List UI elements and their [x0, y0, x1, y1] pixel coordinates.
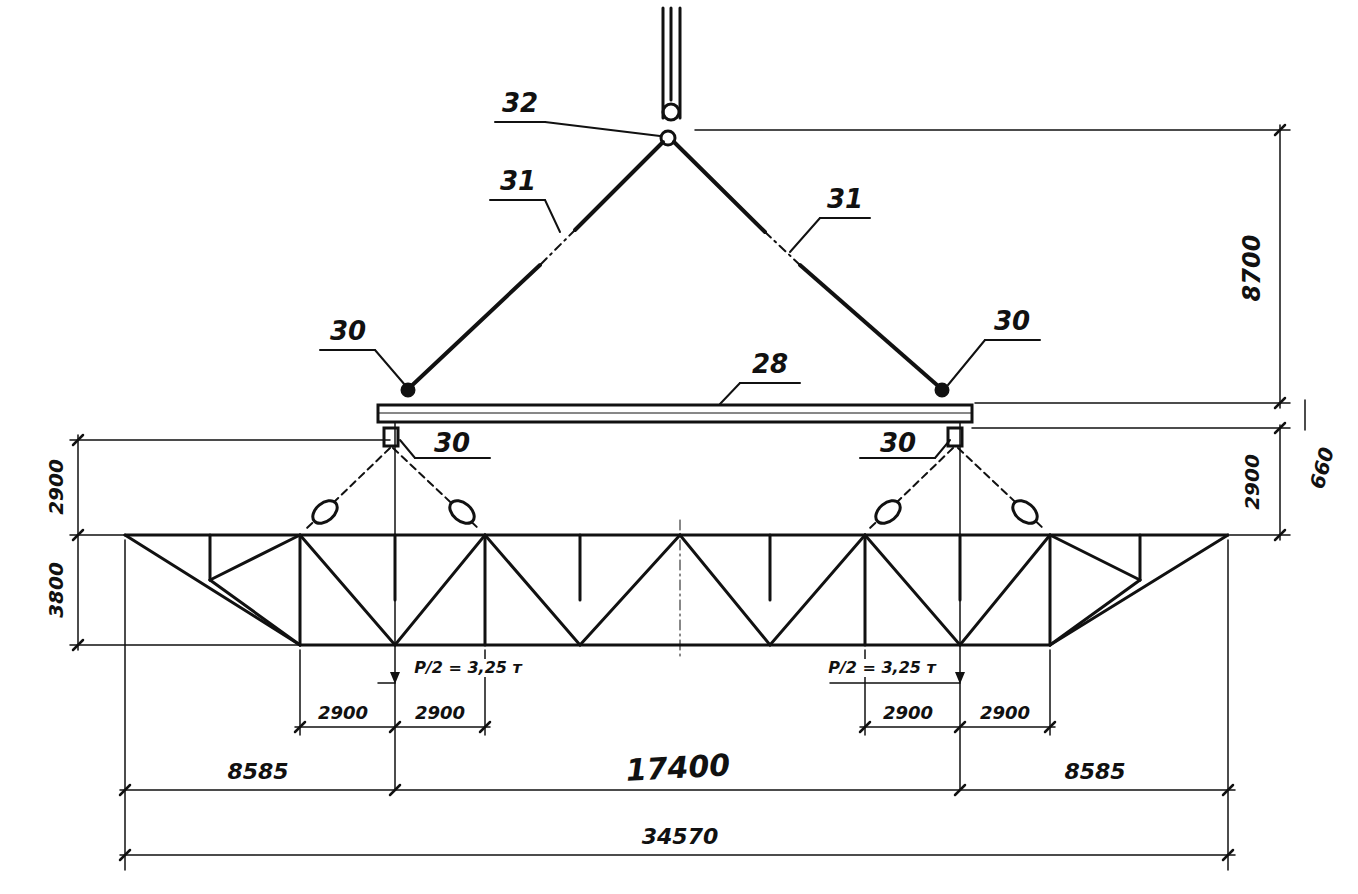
dimension-line [70, 125, 1305, 870]
dimension-label: 17400 [622, 749, 734, 787]
dimension-label: 3800 [45, 559, 67, 621]
load-line [395, 422, 960, 790]
callout-number: 30 [877, 429, 919, 457]
dimension-label: 660 [1305, 442, 1339, 494]
dimension-label: 2900 [880, 703, 936, 723]
dimension-label: 8585 [1061, 760, 1128, 784]
callout-number: 30 [431, 429, 473, 457]
dimension-label: 34570 [639, 825, 722, 849]
dimension-tick [73, 125, 1285, 860]
sling-dashed [540, 230, 800, 265]
callout-number: 28 [749, 350, 791, 378]
dimension-label: 2900 [412, 703, 468, 723]
clamp [308, 496, 1041, 528]
truss [125, 535, 1228, 645]
callout-number: 31 [824, 185, 866, 213]
callout-number: 30 [991, 307, 1033, 335]
leader-line [320, 122, 1040, 458]
dimension-label: 8700 [1239, 232, 1265, 305]
lower-sling [305, 448, 1045, 530]
callout-number: 30 [327, 317, 369, 345]
load-label: P/2 = 3,25 т [825, 659, 939, 677]
sling [405, 142, 945, 392]
callout-number: 32 [499, 89, 541, 117]
dimension-label: 2900 [977, 703, 1033, 723]
spreader-beam [378, 405, 972, 422]
callout-number: 31 [497, 167, 539, 195]
dimension-label: 2900 [315, 703, 371, 723]
crane-hook [661, 8, 680, 145]
dimension-label: 2900 [45, 456, 67, 518]
dimension-label: 2900 [1241, 451, 1263, 513]
load-label: P/2 = 3,25 т [411, 659, 525, 677]
dimension-label: 8585 [224, 760, 291, 784]
